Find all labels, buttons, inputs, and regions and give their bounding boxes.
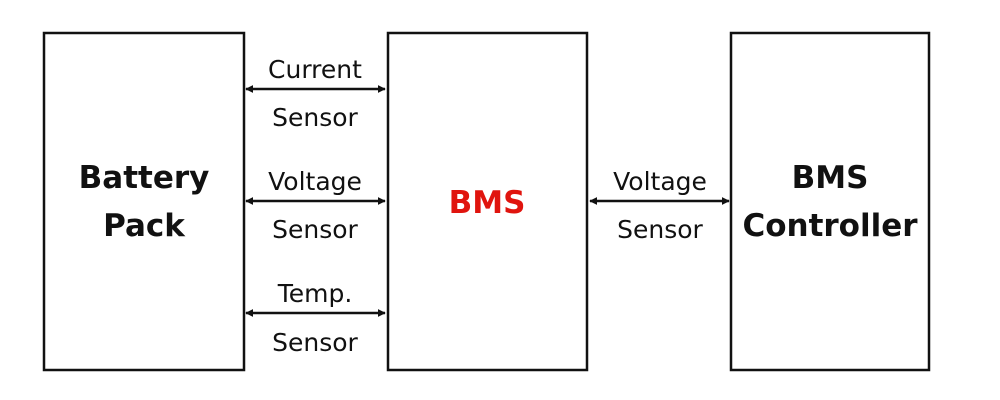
temp-sensor-link: Temp. Sensor [245, 279, 386, 357]
bms-block: BMS [386, 31, 589, 372]
bms-controller-box [729, 31, 931, 372]
temp-sensor-label-line2: Sensor [272, 328, 358, 357]
voltage-sensor-right-label-line1: Voltage [613, 167, 707, 196]
voltage-sensor-link-left: Voltage Sensor [245, 167, 386, 244]
bms-controller-label-line2: Controller [742, 208, 918, 244]
bms-controller-block: BMS Controller [729, 31, 931, 372]
current-sensor-label-line2: Sensor [272, 103, 358, 132]
voltage-sensor-left-label-line1: Voltage [268, 167, 362, 196]
bms-controller-label-line1: BMS [792, 160, 869, 196]
bms-box [386, 31, 589, 372]
current-sensor-link: Current Sensor [245, 55, 386, 132]
battery-pack-label-line2: Pack [103, 208, 186, 244]
battery-pack-block: Battery Pack [42, 31, 246, 372]
voltage-sensor-right-label-line2: Sensor [617, 215, 703, 244]
voltage-sensor-link-right: Voltage Sensor [589, 167, 730, 244]
current-sensor-label-line1: Current [268, 55, 362, 84]
bms-label: BMS [449, 185, 526, 221]
voltage-sensor-left-label-line2: Sensor [272, 215, 358, 244]
battery-pack-label-line1: Battery [79, 160, 210, 196]
temp-sensor-label-line1: Temp. [277, 279, 353, 308]
battery-pack-box [42, 31, 246, 372]
